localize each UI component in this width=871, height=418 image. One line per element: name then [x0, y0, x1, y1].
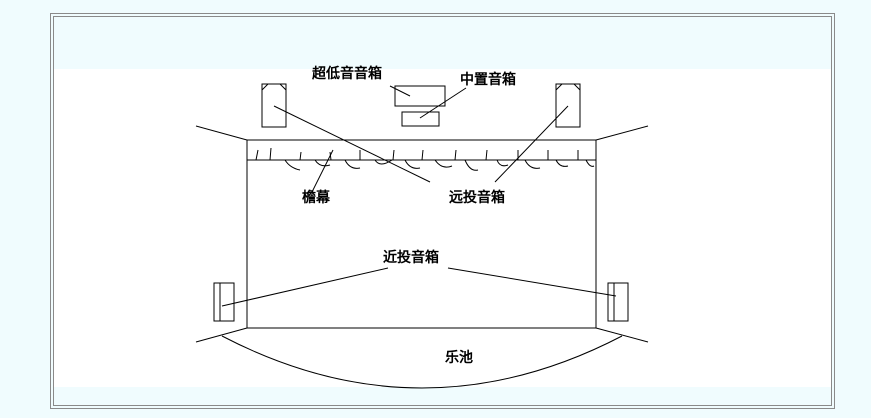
valance-leader [311, 149, 334, 193]
stage-left-side-line [195, 125, 248, 141]
far-throw-label: 远投音箱 [449, 189, 505, 206]
outer-frame [50, 13, 835, 409]
center-speaker-label: 中置音箱 [460, 71, 516, 88]
valance-curtain [255, 147, 595, 171]
orchestra-pit-arc [221, 335, 623, 389]
subwoofer-label: 超低音音箱 [311, 65, 382, 82]
far-speaker-left [261, 83, 287, 128]
center-speaker-box [401, 111, 440, 127]
orchestra-pit-label: 乐池 [445, 349, 473, 366]
stage-right-side-line [595, 125, 649, 141]
valance-label: 檐幕 [302, 189, 331, 206]
far-right-leader [494, 105, 569, 183]
proscenium-frame [246, 139, 597, 329]
near-speaker-left [213, 282, 235, 322]
center-leader [419, 87, 467, 119]
near-right-leader [447, 267, 617, 297]
subwoofer-box [394, 85, 446, 107]
diagram-background [54, 69, 831, 387]
pit-right-line [595, 327, 649, 343]
near-left-leader [221, 267, 389, 307]
pit-left-line [195, 327, 248, 343]
far-speaker-right [555, 83, 581, 128]
near-throw-label: 近投音箱 [383, 249, 439, 266]
near-speaker-right [607, 282, 629, 322]
inner-frame [53, 16, 832, 406]
far-left-leader [273, 105, 431, 183]
subwoofer-leader [389, 85, 411, 97]
